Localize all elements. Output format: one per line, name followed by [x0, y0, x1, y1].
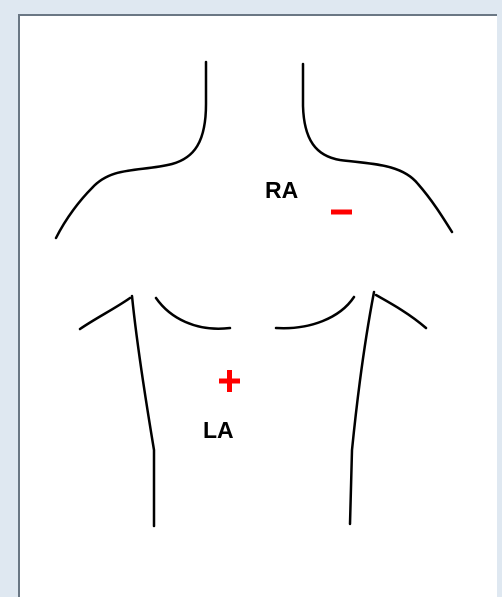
torso-left-side-outline: [132, 296, 154, 526]
right-armpit-outline: [376, 295, 426, 328]
left-chest-outline: [156, 298, 230, 329]
right-chest-outline: [276, 297, 354, 328]
torso-right-side-outline: [350, 292, 374, 524]
neck-shoulder-left-outline: [56, 62, 206, 238]
left-armpit-outline: [80, 298, 130, 329]
la-label: LA: [203, 417, 234, 443]
ra-label: RA: [265, 177, 298, 203]
neck-shoulder-right-outline: [303, 64, 452, 232]
